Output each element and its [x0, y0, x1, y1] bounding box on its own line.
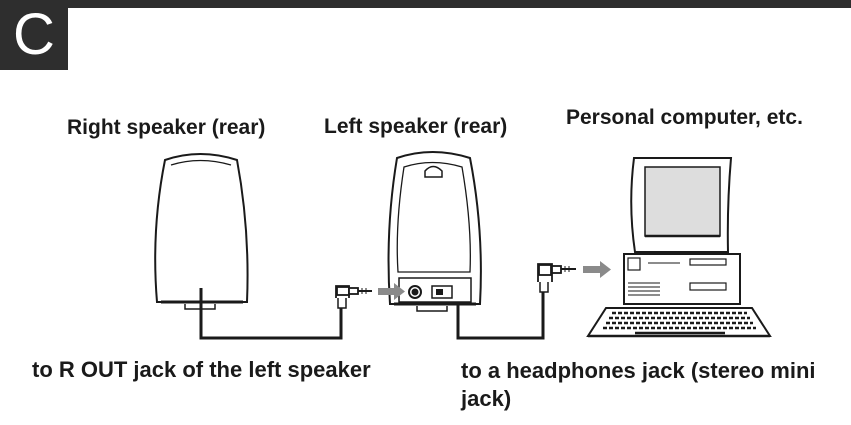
computer-icon: [586, 157, 772, 338]
header-bar: [0, 0, 851, 8]
plug-icon: [335, 285, 372, 309]
right-speaker-icon: [154, 153, 249, 310]
cable-icon: [456, 292, 545, 340]
r-out-jack-caption: to R OUT jack of the left speaker: [32, 357, 371, 382]
section-badge: C: [0, 0, 68, 70]
plug-icon: [537, 263, 576, 293]
cable-icon: [199, 288, 343, 340]
arrow-icon: [583, 261, 611, 278]
left-speaker-icon: [387, 151, 482, 312]
headphones-jack-caption: to a headphones jack (stereo mini jack): [461, 358, 816, 411]
right-speaker-label: Right speaker (rear): [67, 116, 266, 139]
arrow-icon: [378, 283, 405, 300]
computer-label: Personal computer, etc.: [566, 106, 803, 129]
left-speaker-label: Left speaker (rear): [324, 115, 508, 138]
